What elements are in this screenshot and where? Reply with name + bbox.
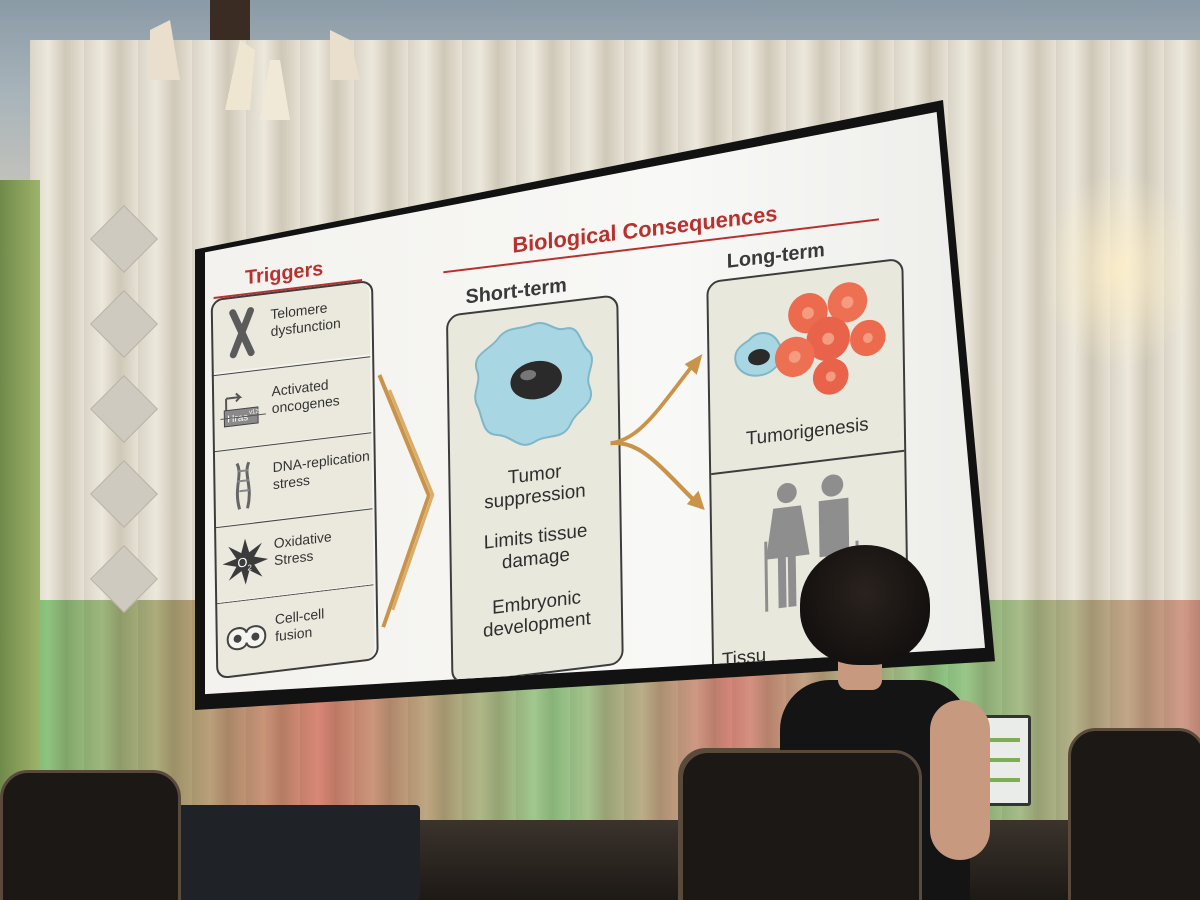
oxygen-symbol: O: [237, 554, 247, 570]
gene-superscript: v12: [249, 409, 259, 416]
chair-front: [680, 750, 922, 900]
trigger-item: DNA-replication stress: [212, 432, 373, 527]
oxygen-subscript: 2: [247, 563, 252, 573]
chromosome-icon: [229, 307, 255, 359]
dna-strand-icon: [235, 461, 251, 510]
left-wall: [0, 180, 40, 800]
triggers-border: [210, 279, 379, 680]
table: [170, 805, 420, 900]
short-term-panel: Tumor suppression Limits tissue damage E…: [445, 294, 624, 685]
trigger-item: Cell-cell fusion: [215, 584, 375, 679]
tumorigenesis-label: Tumorigenesis: [745, 414, 869, 450]
chair: [0, 770, 181, 900]
tumor-cells-icon: [734, 282, 886, 395]
branch-arrows-icon: [610, 354, 705, 510]
gene-label: Hras: [227, 412, 248, 426]
cell-fusion-icon: [226, 625, 267, 651]
projected-logo-glow: [1040, 170, 1200, 370]
trigger-item: Telomere dysfunction: [210, 280, 371, 374]
chair: [1068, 728, 1200, 900]
triggers-list: Telomere dysfunction Hras v12 Activated: [210, 279, 379, 680]
oxygen-burst-icon: O 2: [222, 538, 269, 585]
gene-icon: Hras v12: [220, 392, 266, 428]
trigger-item: O 2 Oxidative Stress: [214, 508, 374, 603]
chandelier: [150, 0, 360, 120]
long-term-divider: [711, 449, 905, 476]
trigger-item: Hras v12 Activated oncogenes: [211, 356, 372, 451]
audience-member-head: [800, 545, 930, 665]
cell-icon: [474, 322, 593, 446]
audience-member-arm: [930, 700, 990, 860]
flow-caret-icon: [377, 374, 435, 628]
